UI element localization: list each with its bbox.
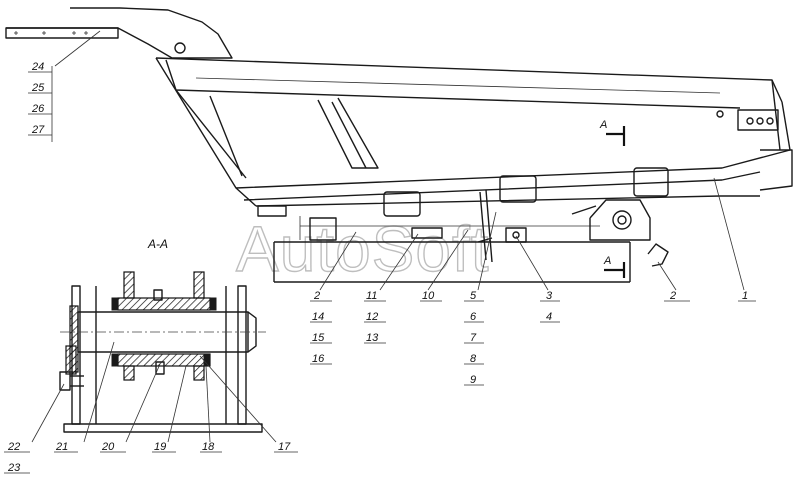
callout-26: 26 <box>31 103 45 115</box>
callout-numbers: 1 2 3 4 5 6 7 8 9 10 11 12 13 2 14 15 16… <box>7 61 748 474</box>
callout-21: 21 <box>55 441 68 453</box>
callout-17: 17 <box>278 441 291 453</box>
callout-18: 18 <box>202 441 215 453</box>
section-marker-top: A <box>599 119 607 131</box>
callout-2-rear: 2 <box>669 290 676 302</box>
dump-body <box>155 57 793 217</box>
callout-20: 20 <box>101 441 115 453</box>
callout-15: 15 <box>312 332 325 344</box>
callout-5: 5 <box>470 290 477 302</box>
section-title: A-A <box>147 237 168 251</box>
callout-19: 19 <box>154 441 166 453</box>
callout-14: 14 <box>312 311 324 323</box>
callout-24: 24 <box>31 61 44 73</box>
callout-6: 6 <box>470 311 477 323</box>
callout-25: 25 <box>31 82 45 94</box>
callout-27: 27 <box>31 124 45 136</box>
callout-2-front: 2 <box>313 290 320 302</box>
callout-10: 10 <box>422 290 435 302</box>
watermark: AutoSoft <box>236 213 490 285</box>
sub-frame <box>273 126 669 283</box>
callout-7: 7 <box>470 332 477 344</box>
leader-lines <box>4 66 756 474</box>
callout-13: 13 <box>366 332 379 344</box>
callout-23: 23 <box>7 462 21 474</box>
callout-11: 11 <box>366 290 377 302</box>
callout-16: 16 <box>312 353 325 365</box>
callout-22: 22 <box>7 441 20 453</box>
detached-strip-part <box>5 7 233 67</box>
callout-3: 3 <box>546 290 553 302</box>
callout-1: 1 <box>742 290 748 302</box>
callout-8: 8 <box>470 353 477 365</box>
section-marker-bottom: A <box>603 255 611 267</box>
callout-9: 9 <box>470 374 476 386</box>
section-a-a-view <box>31 271 277 443</box>
callout-4: 4 <box>546 311 552 323</box>
callout-12: 12 <box>366 311 378 323</box>
